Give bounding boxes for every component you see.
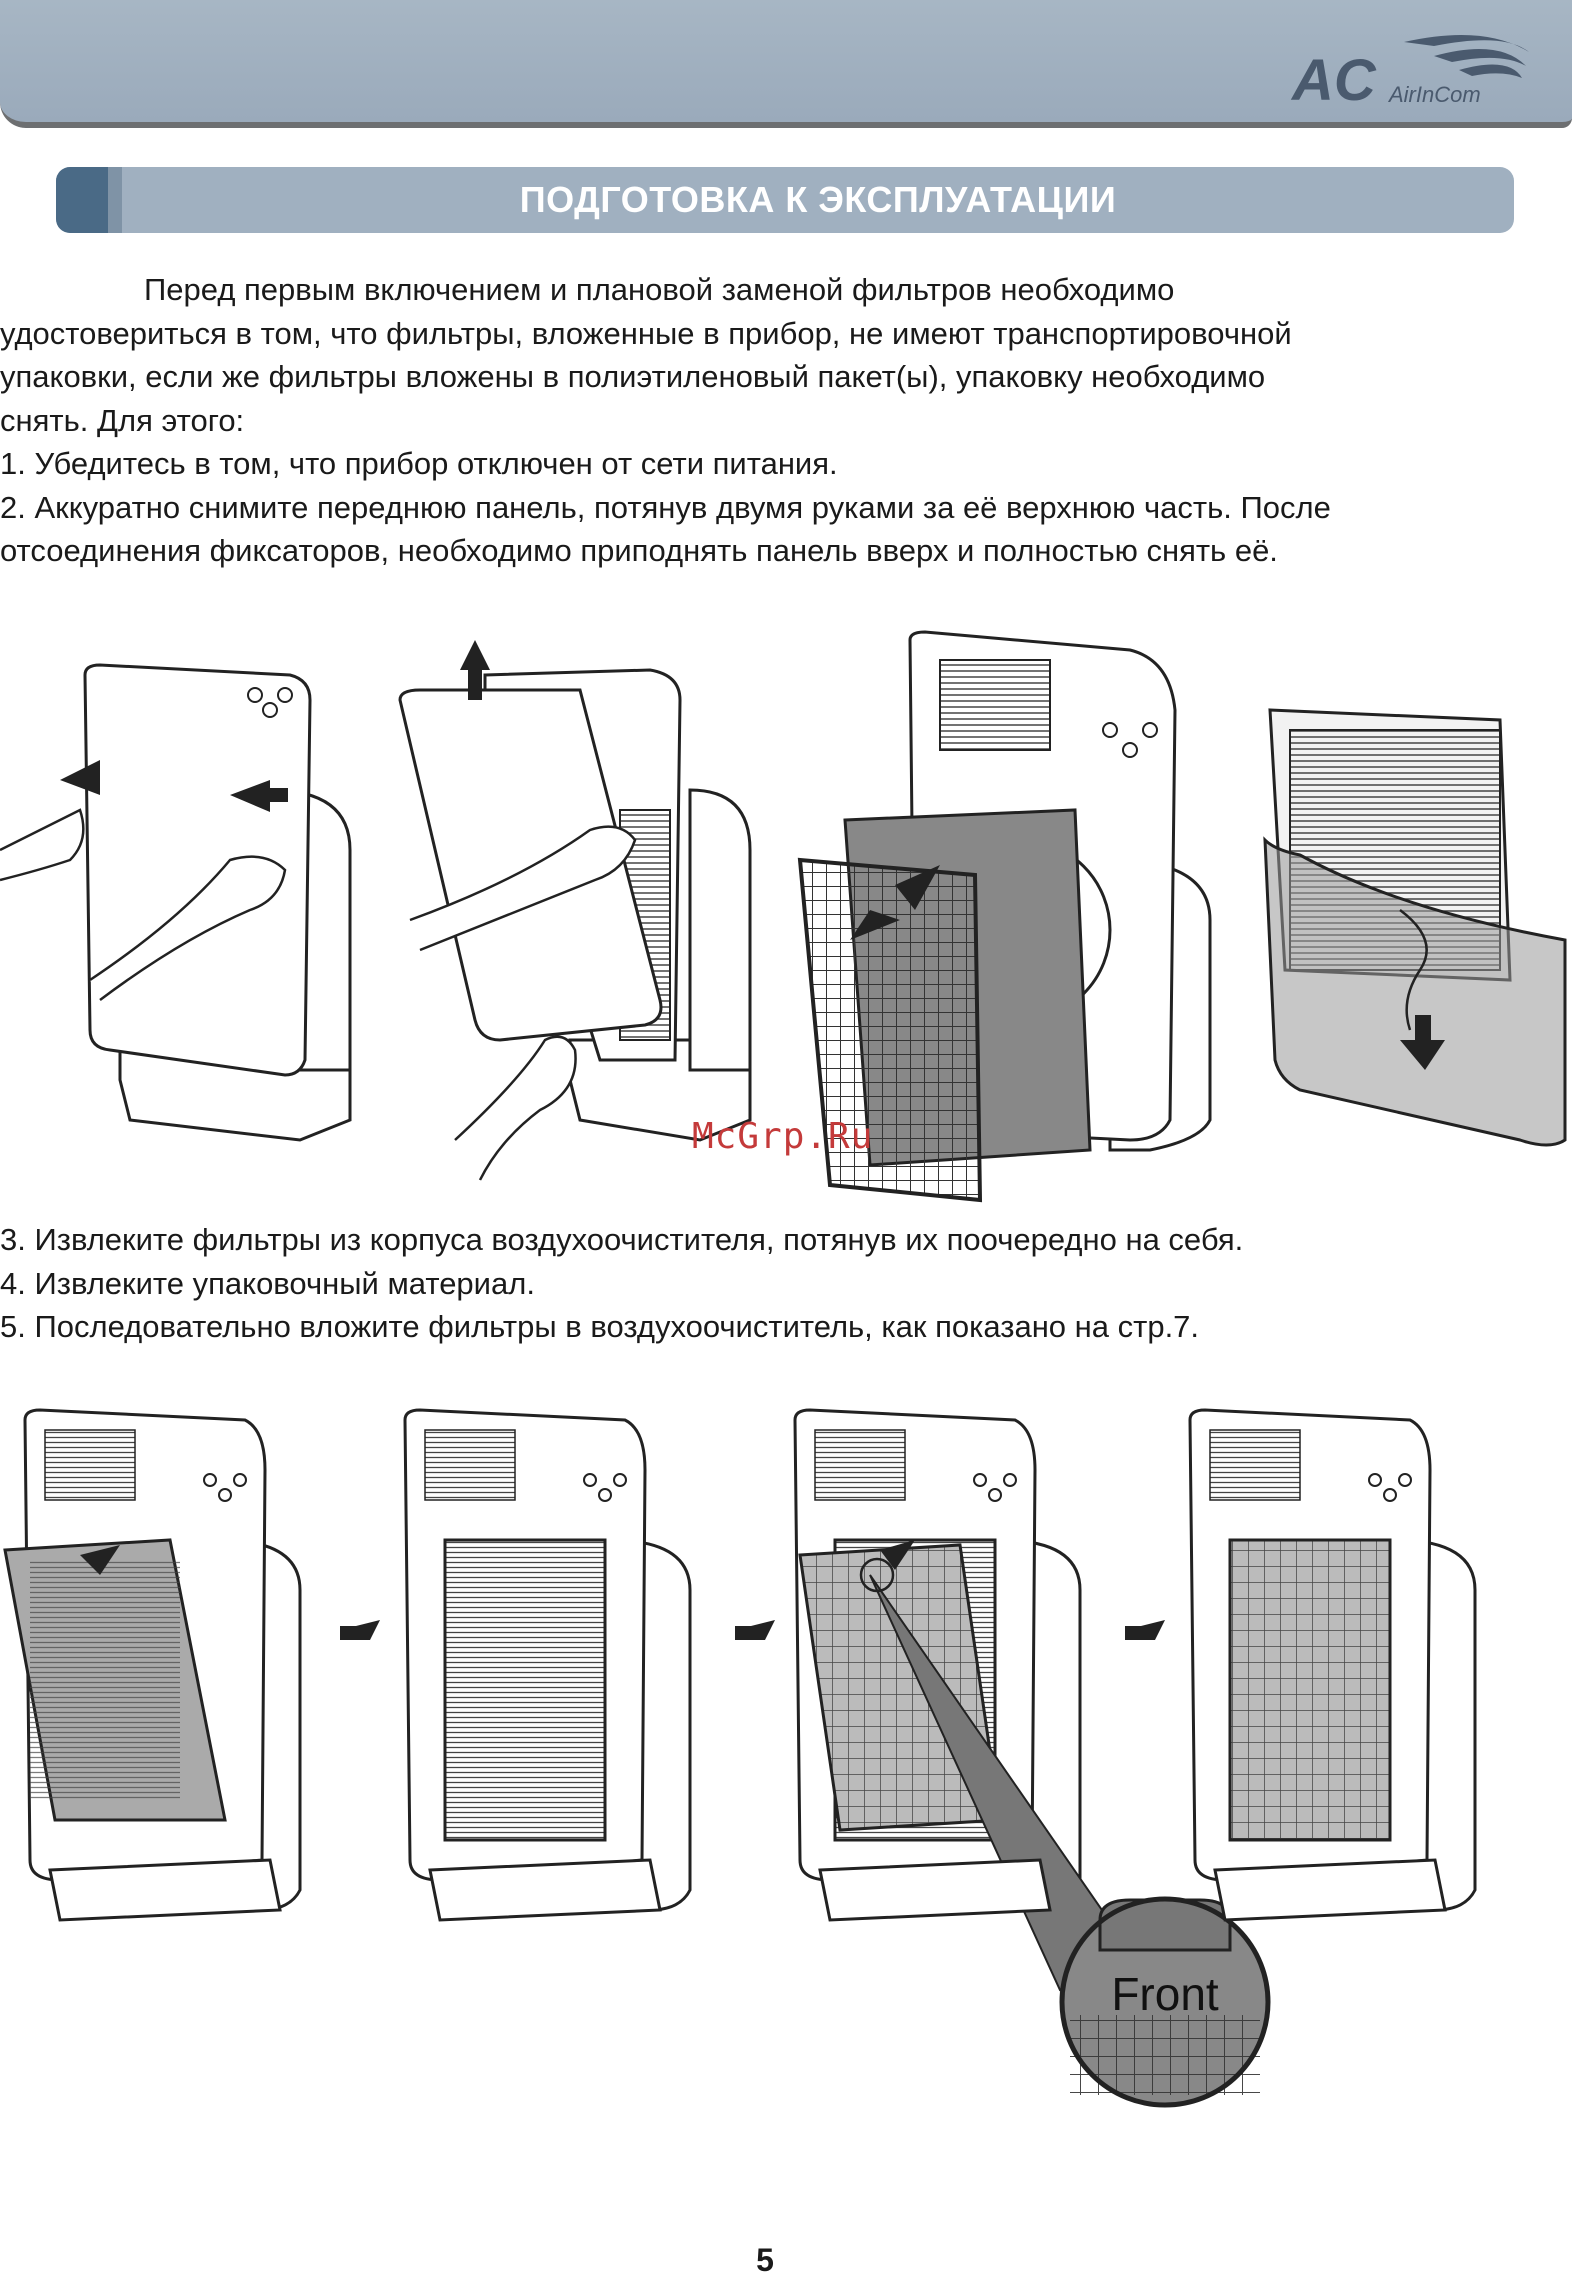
steps-bottom-text: 3. Извлеките фильтры из корпуса воздухоо… [0,1218,1572,1349]
step-line: 2. Аккуратно снимите переднюю панель, по… [0,489,1331,525]
arrow-right-icon [735,1626,765,1640]
front-callout: Front [1059,1896,1271,2108]
intro-line: снять. Для этого: [0,402,245,438]
step-line: 1. Убедитесь в том, что прибор отключен … [0,446,838,481]
install-illustrations: Front [3,1408,1477,2108]
figure-hepa-installed [403,1408,692,1922]
page-number: 5 [756,2242,774,2278]
watermark: McGrp.Ru [692,1116,874,1157]
header-band: AC AirInCom [0,0,1572,128]
intro-line: удостовериться в том, что фильтры, вложе… [0,315,1292,351]
figure-lift-panel [398,640,752,1181]
logo-text: AirInCom [1387,82,1481,107]
callout-label: Front [1111,1968,1219,2020]
airincom-logo: AC AirInCom [1290,34,1529,112]
arrow-right-icon [340,1626,370,1640]
intro-text: Перед первым включением и плановой замен… [0,268,1572,573]
step-line: 5. Последовательно вложите фильтры в воз… [0,1309,1200,1344]
figure-filter-bag [1263,708,1567,1147]
title-accent [56,167,108,233]
arrow-right-icon [1125,1626,1155,1640]
step-line: 3. Извлеките фильтры из корпуса воздухоо… [0,1222,1244,1257]
step-line: отсоединения фиксаторов, необходимо прип… [0,533,1278,568]
step-line: 4. Извлеките упаковочный материал. [0,1265,535,1301]
figure-filters-installed [1188,1408,1477,1922]
title-accent-light [108,167,122,233]
section-title-bar: ПОДГОТОВКА К ЭКСПЛУАТАЦИИ [56,167,1514,233]
intro-line: Перед первым включением и плановой замен… [144,272,1175,307]
intro-line: упаковки, если же фильтры вложены в поли… [0,359,1266,394]
section-title: ПОДГОТОВКА К ЭКСПЛУАТАЦИИ [519,179,1117,220]
figure-remove-panel [0,663,352,1142]
figure-insert-prefilter [793,1408,1142,1992]
removal-illustrations [0,630,1567,1203]
figure-pull-filters [797,630,1212,1203]
logo-mark: AC [1290,48,1377,112]
figure-insert-hepa [3,1408,302,1922]
